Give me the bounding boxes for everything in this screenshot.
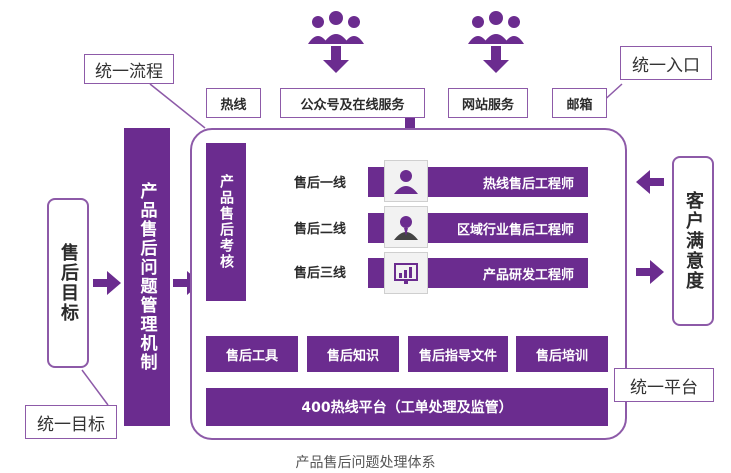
channel-email: 邮箱: [552, 88, 607, 118]
callout-unified-entry: 统一入口: [620, 46, 712, 80]
line-label-3: 售后三线: [293, 265, 346, 281]
rd-chart-icon: [384, 252, 428, 294]
sales-goal-box: 售后目标: [47, 198, 89, 368]
line-label-1: 售后一线: [293, 175, 346, 191]
regional-engineer-icon: [384, 206, 428, 248]
tool-aftersales-training: 售后培训: [516, 336, 608, 372]
leader-process: [149, 83, 206, 129]
engineer-person-icon: [384, 160, 428, 202]
engineer-label-2: 区域行业售后工程师: [456, 222, 574, 238]
callout-unified-platform: 统一平台: [614, 368, 714, 402]
arrow-right-satisfaction: [636, 260, 664, 284]
line-label-2: 售后二线: [293, 221, 346, 237]
channel-wechat-online: 公众号及在线服务: [280, 88, 425, 118]
users-icon-left: [308, 11, 364, 44]
assessment-bar: 产品售后考核: [206, 143, 246, 301]
callout-unified-process: 统一流程: [84, 54, 174, 84]
channel-hotline: 热线: [206, 88, 261, 118]
users-icon-right: [468, 11, 524, 44]
customer-satisfaction-box: 客户满意度: [672, 156, 714, 326]
figure-caption: 产品售后问题处理体系: [295, 455, 436, 471]
arrow-down-users-right: [483, 46, 509, 73]
leader-goal: [81, 369, 109, 406]
engineer-label-1: 热线售后工程师: [482, 176, 574, 192]
tool-aftersales-knowledge: 售后知识: [307, 336, 399, 372]
arrow-left-satisfaction: [636, 170, 664, 194]
management-mechanism-bar: 产品售后问题管理机制: [124, 128, 170, 426]
callout-unified-goal: 统一目标: [25, 405, 117, 439]
arrow-down-users-left: [323, 46, 349, 73]
arrow-right-goal: [93, 271, 121, 295]
engineer-label-3: 产品研发工程师: [482, 267, 574, 283]
tool-aftersales-tools: 售后工具: [206, 336, 298, 372]
tool-guidance-docs: 售后指导文件: [408, 336, 508, 372]
platform-bar: 400热线平台（工单处理及监管）: [206, 388, 608, 426]
channel-website: 网站服务: [448, 88, 528, 118]
